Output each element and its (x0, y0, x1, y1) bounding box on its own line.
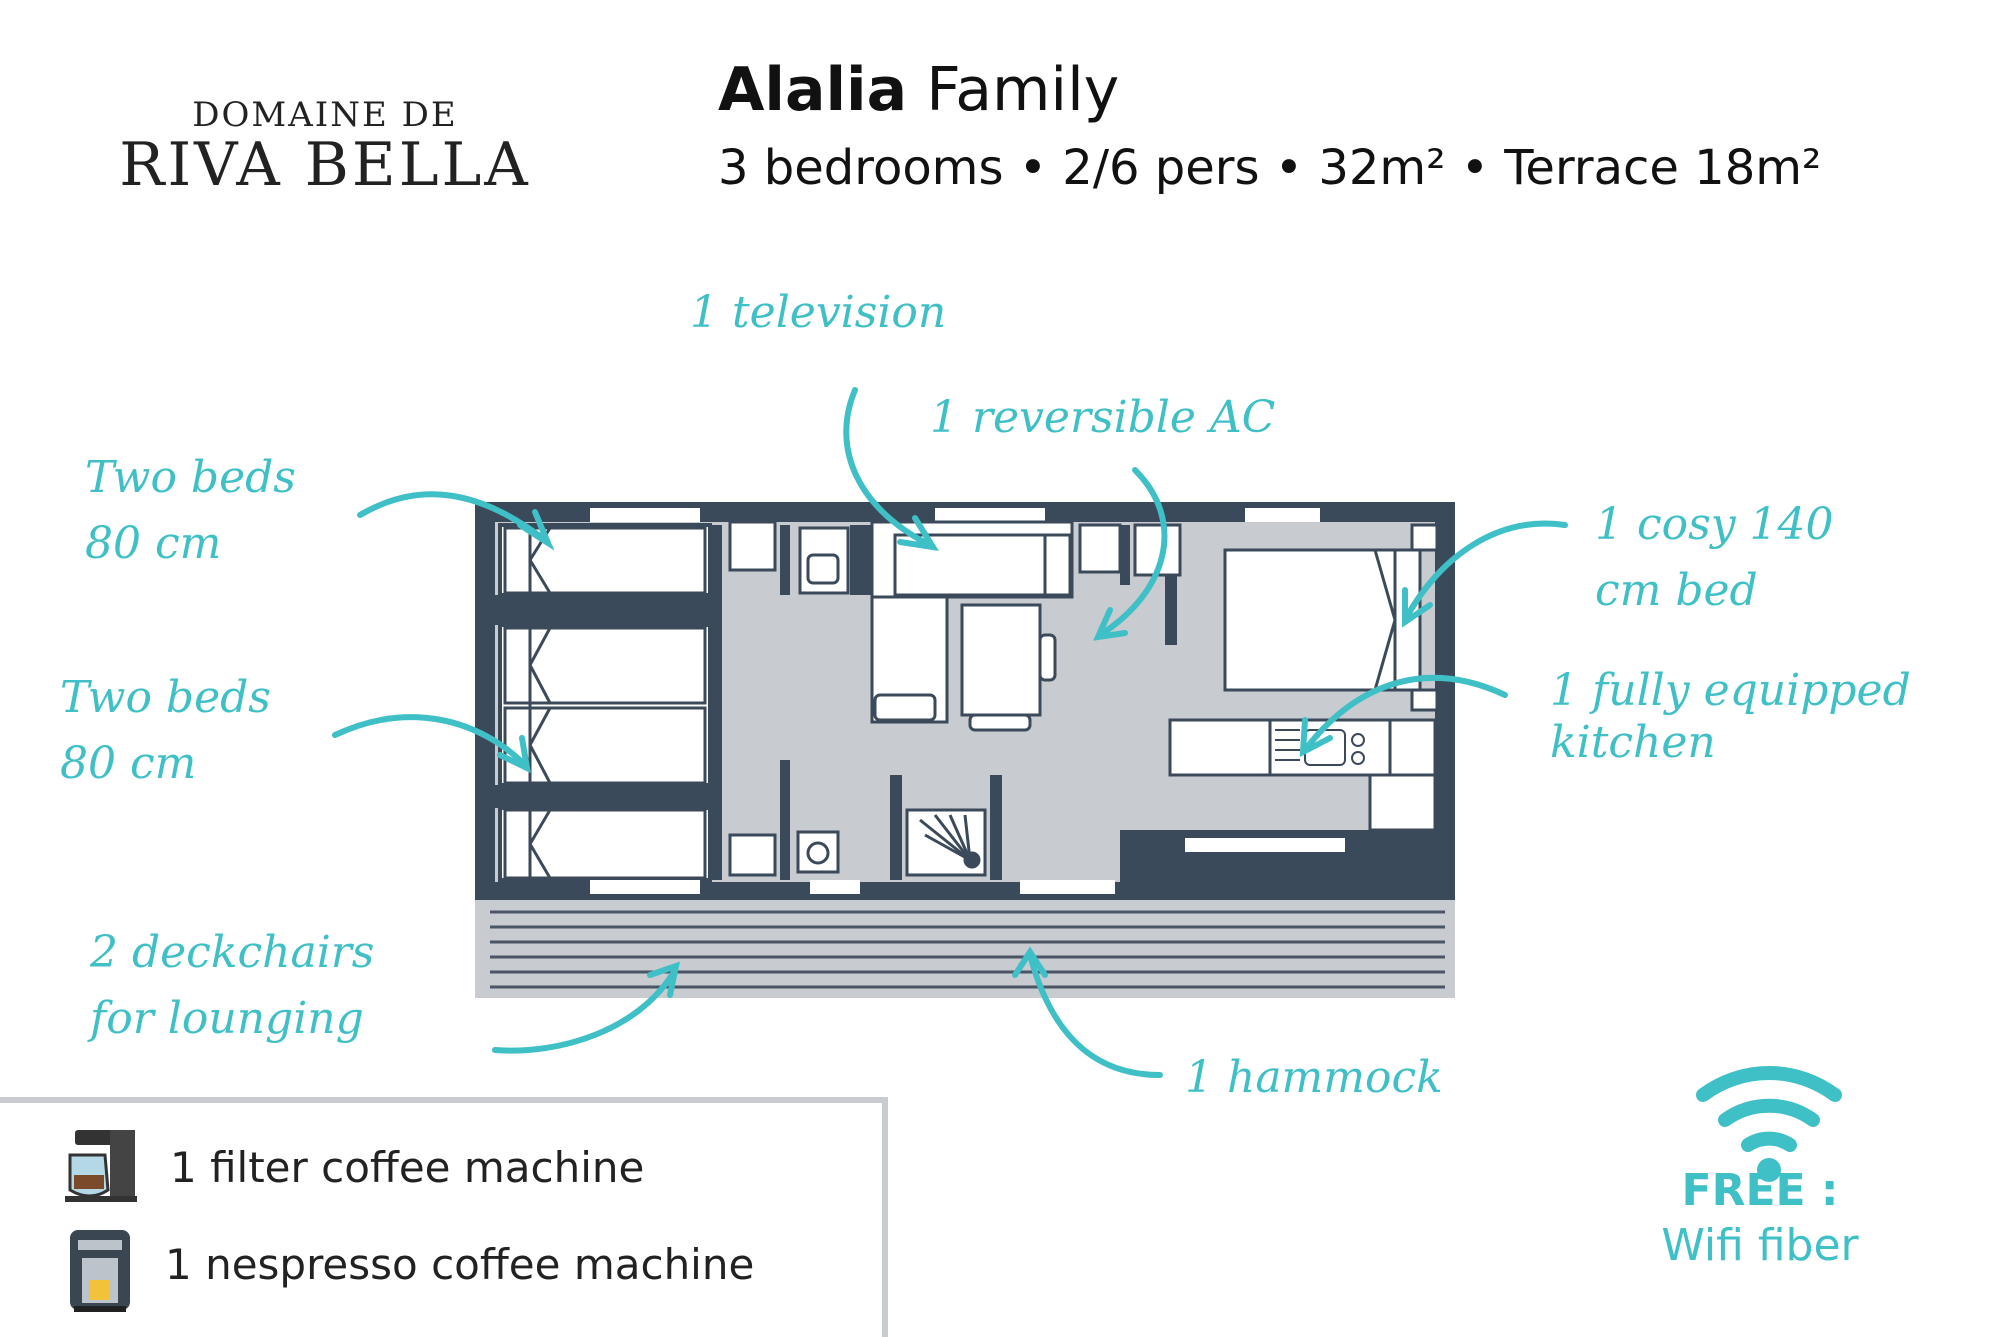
wifi-dot (1757, 1158, 1781, 1182)
page-title: Alalia Family (718, 55, 1119, 125)
label-beds-mid-line1: Two beds (60, 672, 271, 723)
label-hammock: 1 hammock (1185, 1052, 1443, 1103)
title-bold: Alalia (718, 55, 908, 125)
logo-line-1: DOMAINE DE (192, 95, 458, 135)
label-kitchen: 1 fully equipped kitchen (1550, 665, 1911, 769)
label-cosy-bed-line2: cm bed (1595, 565, 1758, 616)
label-cosy-bed: 1 cosy 140 cm bed (1595, 492, 1834, 624)
bed-headboards (528, 527, 552, 879)
wifi-fiber-label: Wifi fiber (1661, 1220, 1859, 1271)
label-deckchairs-line2: for lounging (90, 993, 364, 1044)
page-subtitle: 3 bedrooms • 2/6 pers • 32m² • Terrace 1… (718, 140, 1822, 196)
label-beds-top: Two beds 80 cm (85, 445, 296, 577)
cabinets (1078, 523, 1182, 577)
label-kitchen-line2: kitchen (1550, 717, 1716, 768)
windows (590, 508, 1345, 894)
logo-line-2: RIVA BELLA (119, 130, 531, 200)
nespresso-label: 1 nespresso coffee machine (165, 1240, 755, 1289)
annotation-arrows (332, 387, 1568, 1078)
double-bed (1223, 523, 1439, 712)
dining-table (960, 603, 1057, 732)
label-deckchairs-line1: 2 deckchairs (90, 927, 375, 978)
label-reversible-ac: 1 reversible AC (930, 392, 1276, 443)
label-television: 1 television (690, 287, 947, 338)
filter-coffee-label: 1 filter coffee machine (170, 1143, 645, 1192)
label-beds-top-line2: 80 cm (85, 518, 222, 569)
label-beds-mid: Two beds 80 cm (60, 665, 271, 797)
filter-coffee-machine-icon (65, 1130, 137, 1202)
label-cosy-bed-line1: 1 cosy 140 (1595, 499, 1834, 550)
nespresso-machine-icon (70, 1230, 130, 1312)
shower-tray (919, 814, 981, 869)
title-rest: Family (907, 55, 1120, 125)
wifi-free-label: FREE : (1681, 1165, 1839, 1216)
label-kitchen-line1: 1 fully equipped (1550, 665, 1911, 716)
wifi-icon (1696, 1066, 1842, 1152)
coffee-amenities-box (0, 1097, 888, 1337)
beds-left (503, 526, 707, 880)
label-beds-mid-line2: 80 cm (60, 738, 197, 789)
label-beds-top-line1: Two beds (85, 452, 296, 503)
label-deckchairs: 2 deckchairs for lounging (90, 920, 374, 1052)
